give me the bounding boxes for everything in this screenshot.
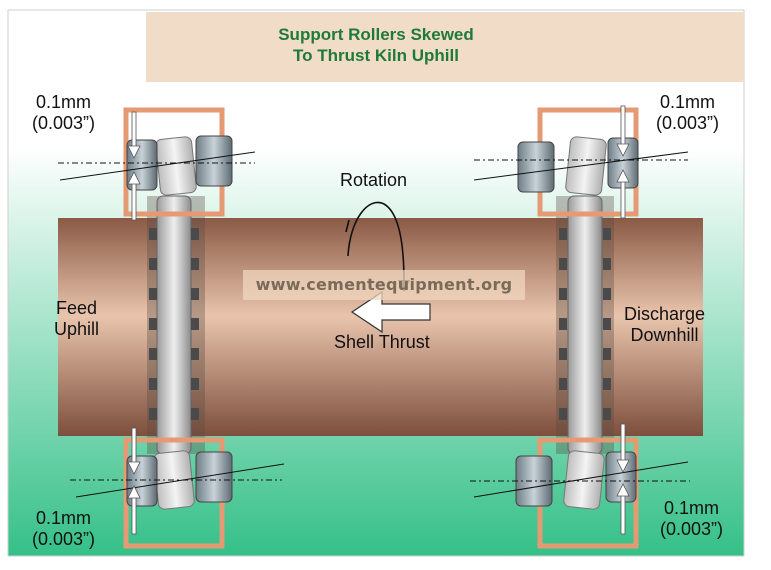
gap-label-bottom-right: 0.1mm (0.003”) xyxy=(660,498,723,539)
diagram-title: Support Rollers Skewed To Thrust Kiln Up… xyxy=(146,24,606,67)
gap-label-top-left: 0.1mm (0.003”) xyxy=(32,92,95,133)
gap-label-top-right: 0.1mm (0.003”) xyxy=(656,92,719,133)
gap-arrows xyxy=(127,105,630,535)
gap-value-in: (0.003”) xyxy=(32,528,96,549)
title-line-2: To Thrust Kiln Uphill xyxy=(293,46,459,66)
gap-value-mm: 0.1mm xyxy=(660,92,716,112)
gap-value-in: (0.003”) xyxy=(656,112,720,133)
gap-label-bottom-left: 0.1mm (0.003”) xyxy=(32,508,95,549)
gap-value-in: (0.003”) xyxy=(32,112,96,133)
title-line-1: Support Rollers Skewed xyxy=(278,25,474,44)
feed-label: Feed Uphill xyxy=(54,298,99,339)
support-roller-bottom-left xyxy=(70,437,285,549)
shell-thrust-label: Shell Thrust xyxy=(334,332,430,352)
right-tyre xyxy=(556,195,614,455)
gap-value-mm: 0.1mm xyxy=(664,498,720,518)
discharge-label: Discharge Downhill xyxy=(624,304,705,345)
support-roller-top-right xyxy=(473,107,689,217)
gap-value-mm: 0.1mm xyxy=(36,92,92,112)
feed-label-line-2: Uphill xyxy=(54,318,100,339)
discharge-label-line-2: Downhill xyxy=(630,324,699,345)
title-banner xyxy=(146,12,744,82)
left-tyre xyxy=(147,195,205,455)
discharge-label-line-1: Discharge xyxy=(624,304,706,324)
feed-label-line-1: Feed xyxy=(56,298,98,318)
gap-value-mm: 0.1mm xyxy=(36,508,92,528)
gap-value-in: (0.003”) xyxy=(660,518,724,539)
watermark: www.cementequipment.org xyxy=(243,270,525,300)
rotation-label: Rotation xyxy=(340,170,408,190)
